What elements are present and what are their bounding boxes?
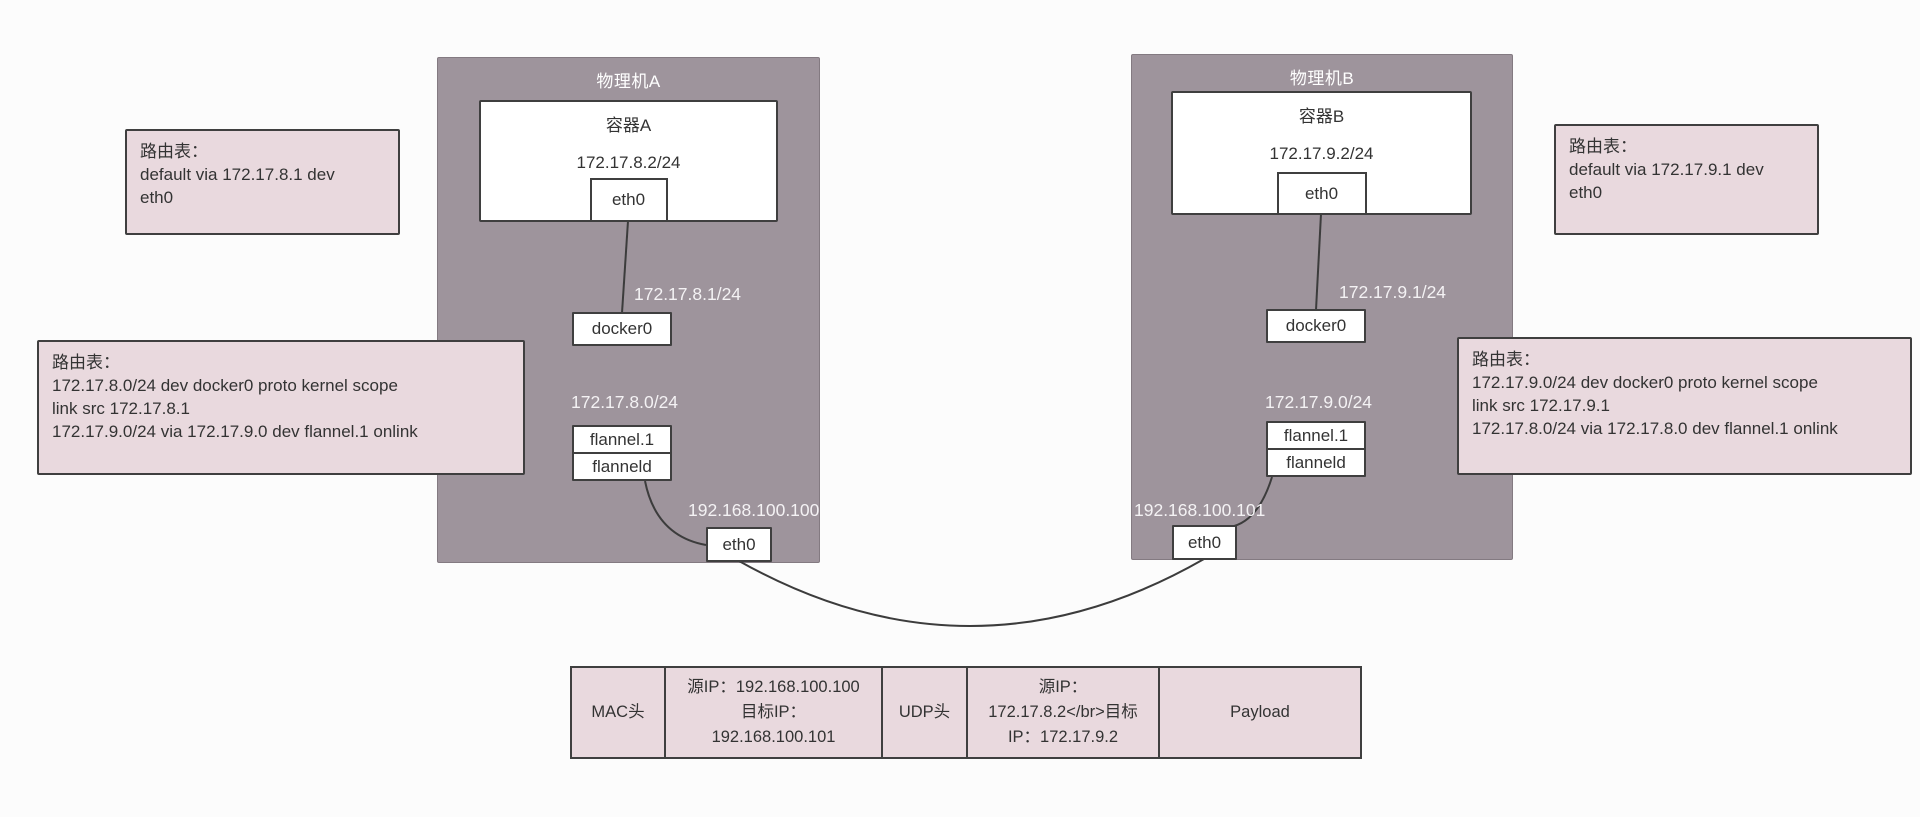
route-table-host-b-routes-title: 路由表： [1472, 350, 1540, 369]
container-b-ip: 172.17.9.2/24 [1269, 144, 1374, 163]
docker0-b-box: docker0 [1266, 309, 1366, 343]
route-table-host-a-routes-body: 172.17.8.0/24 dev docker0 proto kernel s… [52, 375, 418, 441]
route-table-host-a-routes-title: 路由表： [52, 353, 120, 372]
packet-inner-ip-cell: 源IP： 172.17.8.2</br>目标 IP：172.17.9.2 [966, 666, 1160, 759]
route-table-host-b-default-title: 路由表： [1569, 137, 1637, 156]
host-b-eth0-box: eth0 [1172, 525, 1237, 560]
route-table-host-a-routes: 路由表： 172.17.8.0/24 dev docker0 proto ker… [37, 340, 525, 475]
container-a-eth0-box: eth0 [589, 178, 668, 222]
link-host-a-host-b-tunnel [738, 558, 1205, 627]
machine-b-title: 物理机B [1289, 69, 1355, 88]
packet-structure: MAC头 源IP：192.168.100.100 目标IP： 192.168.1… [570, 666, 1362, 759]
flannel1-b-box: flannel.1 [1266, 421, 1366, 450]
packet-mac-header-cell: MAC头 [570, 666, 666, 759]
flannel-subnet-b-label: 172.17.9.0/24 [1265, 392, 1373, 412]
route-table-host-b-default-body: default via 172.17.9.1 dev eth0 [1569, 159, 1764, 202]
packet-payload-cell: Payload [1158, 666, 1362, 759]
route-table-host-a-default: 路由表： default via 172.17.8.1 dev eth0 [125, 129, 400, 235]
flanneld-a-box: flanneld [572, 452, 672, 481]
flannel1-a-box: flannel.1 [572, 425, 672, 454]
machine-a-title: 物理机A [596, 72, 661, 91]
container-b: 容器B 172.17.9.2/24 eth0 [1171, 91, 1472, 215]
container-b-eth0-box: eth0 [1276, 172, 1367, 215]
host-a-eth0-box: eth0 [706, 527, 772, 562]
route-table-host-a-default-body: default via 172.17.8.1 dev eth0 [140, 164, 335, 207]
packet-udp-header-cell: UDP头 [881, 666, 968, 759]
route-table-host-b-default: 路由表： default via 172.17.9.1 dev eth0 [1554, 124, 1819, 235]
packet-outer-ip-cell: 源IP：192.168.100.100 目标IP： 192.168.100.10… [664, 666, 883, 759]
flanneld-b-box: flanneld [1266, 448, 1366, 477]
container-a-title: 容器A [605, 116, 652, 135]
flannel-subnet-a-label: 172.17.8.0/24 [571, 392, 679, 412]
container-b-title: 容器B [1298, 107, 1345, 126]
route-table-host-b-routes-body: 172.17.9.0/24 dev docker0 proto kernel s… [1472, 372, 1838, 438]
route-table-host-a-default-title: 路由表： [140, 142, 208, 161]
docker0-a-box: docker0 [572, 312, 672, 346]
container-a: 容器A 172.17.8.2/24 eth0 [479, 100, 778, 222]
route-table-host-b-routes: 路由表： 172.17.9.0/24 dev docker0 proto ker… [1457, 337, 1912, 475]
docker0-a-gateway-ip-label: 172.17.8.1/24 [634, 284, 742, 304]
container-a-ip: 172.17.8.2/24 [576, 153, 681, 172]
docker0-b-gateway-ip-label: 172.17.9.1/24 [1339, 282, 1447, 302]
host-a-ip-label: 192.168.100.100 [688, 500, 820, 520]
host-b-ip-label: 192.168.100.101 [1134, 500, 1266, 520]
